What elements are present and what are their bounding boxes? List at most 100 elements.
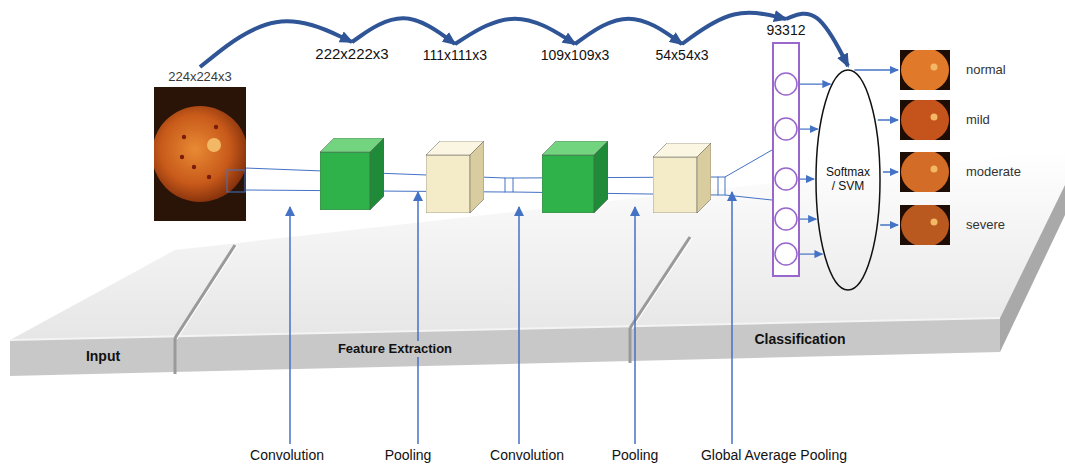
section-divider [629,328,632,363]
lesion-spot [207,175,211,179]
node-label: 93312 [767,22,806,38]
class-output: mild [900,100,990,140]
feature-map: 54x54x3 [653,47,711,213]
receptive-window [505,178,513,192]
leader-arrows [290,192,732,444]
section-label: Feature Extraction [335,341,455,357]
section-divider [630,237,690,328]
leader-arrow [417,192,419,444]
layer-label: Global Average Pooling [698,447,850,464]
feature-map: 111x111x3 [423,47,487,213]
node-label: 109x109x3 [541,47,610,63]
neuron-arrow [798,178,814,179]
neuron [775,243,797,265]
class-output: normal [900,50,1006,90]
flow-arrow [352,18,455,44]
classifier-ellipse: Softmax / SVM [815,69,881,291]
fundus-thumbnail [900,152,950,192]
retina [901,100,949,140]
section-divider [175,245,235,338]
section-divider [632,238,692,329]
node-label: normal [966,63,1006,78]
output-arrow [878,119,898,121]
node-label: 111x111x3 [423,47,487,63]
feature-vector: 93312 [767,22,806,277]
platform-edge [10,318,1000,340]
feature-map: 222x222x3 [315,45,388,210]
node-label: moderate [966,165,1021,180]
neuron [775,73,797,95]
cube-side [370,138,384,210]
leader-arrow [731,192,733,444]
input-image: 224x224x3 [154,70,246,221]
layer-label: Pooling [609,447,662,464]
platform-front [10,318,1000,376]
input-image-shape [154,87,246,221]
node-label: 224x224x3 [168,70,232,85]
retina [154,106,246,202]
layer-label: Pooling [382,447,435,464]
feature-vector-shape [772,42,800,277]
retina [901,205,949,245]
layer-label: Convolution [487,447,567,464]
leader-arrow [518,207,520,444]
section-divider [174,338,177,374]
output-arrow [854,69,898,71]
optic-disc [207,138,221,152]
neuron-arrow [798,128,818,129]
optic-disc [931,114,938,121]
flow-arrow [575,19,682,44]
lesion-spot [182,135,186,139]
lesion-spot [214,125,218,129]
cube-side [697,143,711,213]
section-label: Classification [751,331,848,348]
node-label: 222x222x3 [315,45,388,62]
receptive-line [725,150,772,177]
receptive-window [227,170,245,192]
vector-bar [773,43,799,276]
fundus-thumbnail [900,205,950,245]
section-label: Input [83,348,123,365]
retina [901,152,949,192]
node-label: Softmax / SVM [826,166,870,194]
cube-side [594,141,608,213]
class-output: severe [900,205,1005,245]
cube-front [653,157,697,213]
retina [901,50,949,90]
output-arrow [883,171,898,173]
feature-map-shape [653,143,711,213]
node-label: mild [966,113,990,128]
neuron [775,168,797,190]
neuron [775,208,797,230]
cube-front [426,155,470,213]
optic-disc [931,64,938,71]
output-arrow [880,224,898,226]
optic-disc [931,166,938,173]
fundus-thumbnail [900,50,950,90]
ellipse-border [816,70,880,290]
feature-map-shape [320,138,384,210]
platform-side [1000,185,1065,352]
node-label: 54x54x3 [656,47,709,63]
leader-arrow [289,207,291,444]
cube-front [320,152,370,210]
receptive-window [718,177,725,195]
fundus-thumbnail [900,100,950,140]
feature-map: 109x109x3 [541,47,610,213]
feature-map-shape [542,141,608,213]
optic-disc [931,219,938,226]
section-divider [177,246,237,339]
leader-arrow [634,207,636,444]
neuron-arrow [798,83,830,84]
feature-map-shape [426,141,484,213]
cube-front [542,155,594,213]
layer-label: Convolution [247,447,327,464]
flow-arrow [455,19,575,44]
node-label: severe [966,218,1005,233]
lesion-spot [180,155,184,159]
neuron-arrow [798,253,822,254]
class-output: moderate [900,152,1021,192]
neuron [775,118,797,140]
lesion-spot [192,165,196,169]
